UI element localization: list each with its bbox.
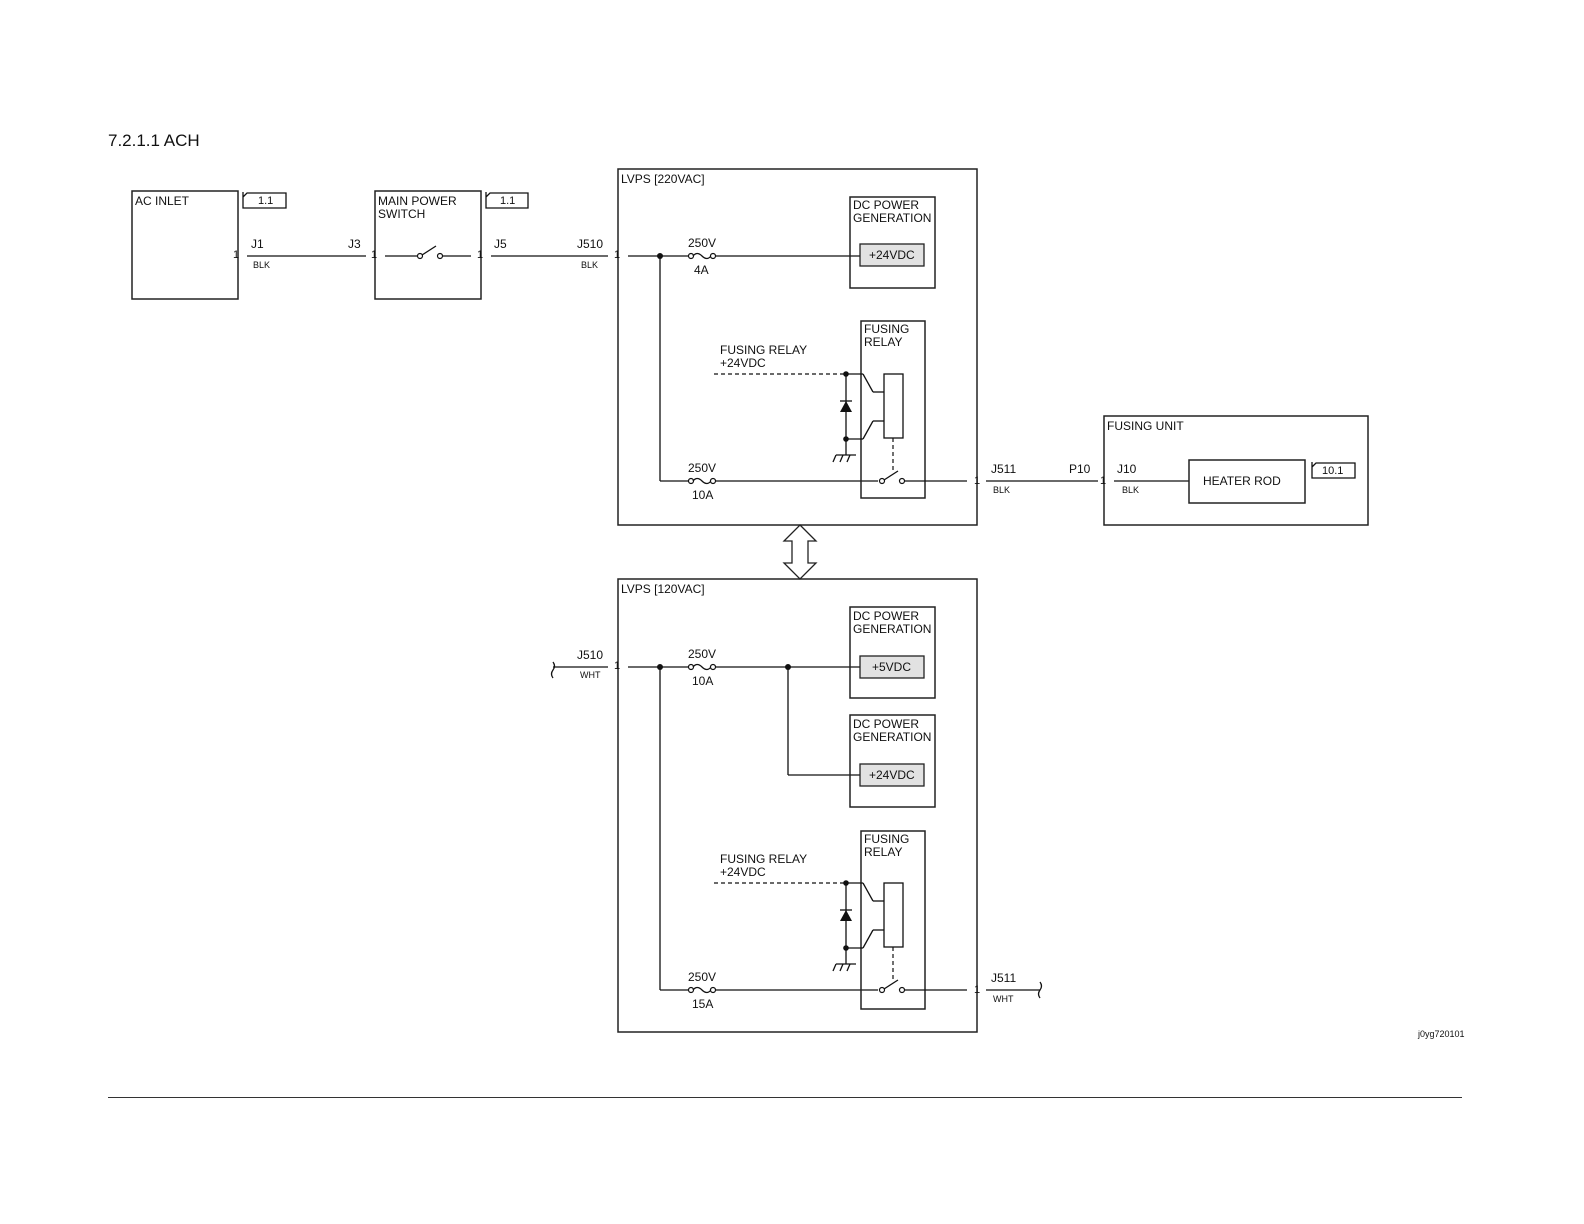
lvps-220-relay-label-1: FUSING	[864, 322, 909, 336]
lvps-220-in-wire: BLK	[581, 260, 598, 270]
lvps-120-dc-gen-5v-block	[849, 606, 936, 699]
lvps-220-fuse2-voltage: 250V	[688, 461, 716, 475]
page-title: 7.2.1.1 ACH	[108, 131, 200, 150]
lvps-220-label: LVPS [220VAC]	[621, 172, 705, 186]
lvps-220-fusing-relay-block	[860, 320, 926, 499]
lvps-120-out-connector: J511	[991, 971, 1016, 985]
ac-inlet-pin: 1	[233, 249, 239, 261]
ref-flag-heater	[1311, 462, 1356, 479]
lvps-220-dc-gen-output: +24VDC	[869, 248, 915, 262]
main-switch-conn-out: J5	[494, 237, 507, 251]
lvps-220-out-pin: 1	[974, 475, 980, 487]
fusing-unit-connector: J10	[1117, 462, 1137, 476]
main-power-switch-label-1: MAIN POWER	[378, 194, 457, 208]
lvps-220-relay-signal-2: +24VDC	[720, 356, 766, 370]
lvps-220-out-wire: BLK	[993, 485, 1010, 495]
lvps-220-relay-signal-1: FUSING RELAY	[720, 343, 807, 357]
ac-inlet-wire: BLK	[253, 260, 270, 270]
fusing-unit-pin: 1	[1100, 475, 1106, 487]
lvps-120-in-connector: J510	[577, 648, 603, 662]
lvps-220-dc-gen-label-1: DC POWER	[853, 198, 919, 212]
lvps-120-dc-gen-24v-label-1: DC POWER	[853, 717, 919, 731]
ac-inlet-connector: J1	[251, 237, 264, 251]
lvps-220-relay-label-2: RELAY	[864, 335, 902, 349]
lvps-120-dc-gen-24v-label-2: GENERATION	[853, 730, 931, 744]
lvps-120-fuse1-current: 10A	[692, 674, 713, 688]
heater-rod-block	[1188, 459, 1306, 504]
lvps-120-fuse2-voltage: 250V	[688, 970, 716, 984]
main-switch-pin-in: 1	[371, 249, 377, 261]
ac-inlet-block: AC INLET 1.1 J1 1 BLK	[131, 190, 287, 300]
main-power-switch-block: MAIN POWER SWITCH 1.1 J3 1 1 J5	[348, 190, 529, 300]
lvps-120-dc-gen-5v-label-1: DC POWER	[853, 609, 919, 623]
lvps-220-in-connector: J510	[577, 237, 603, 251]
lvps-220vac-block: LVPS [220VAC] J510 1 BLK 250V 4A DC POWE…	[577, 168, 1016, 526]
lvps-220-dc-gen-label-2: GENERATION	[853, 211, 931, 225]
lvps-120-relay-label-1: FUSING	[864, 832, 909, 846]
figure-id: j0yg720101	[1417, 1029, 1465, 1039]
lvps-120-relay-label-2: RELAY	[864, 845, 902, 859]
lvps-220-dc-gen-block	[849, 196, 936, 289]
lvps-220-in-pin: 1	[614, 249, 620, 261]
lvps-120-fuse1-voltage: 250V	[688, 647, 716, 661]
lvps-120-dc-gen-5v-label-2: GENERATION	[853, 622, 931, 636]
lvps-120-fuse2-current: 15A	[692, 997, 713, 1011]
lvps-120-in-wire: WHT	[580, 670, 601, 680]
heater-rod-ref: 10.1	[1322, 465, 1343, 477]
lvps-220-fuse2-current: 10A	[692, 488, 713, 502]
lvps-120vac-block: LVPS [120VAC] J510 1 WHT 250V 10A DC POW…	[550, 578, 1043, 1033]
lvps-120-dc-gen-5v-output: +5VDC	[872, 660, 911, 674]
fusing-unit-plug: P10	[1069, 462, 1091, 476]
lvps-120-relay-signal-2: +24VDC	[720, 865, 766, 879]
lvps-120-relay-signal-1: FUSING RELAY	[720, 852, 807, 866]
lvps-120-out-pin: 1	[974, 984, 980, 996]
footer-divider	[108, 1097, 1462, 1098]
main-switch-pin-out: 1	[477, 249, 483, 261]
lvps-120-dc-gen-24v-output: +24VDC	[869, 768, 915, 782]
fusing-unit-block: FUSING UNIT 1 J10 BLK HEATER ROD 10.1	[1100, 415, 1369, 526]
fusing-unit-wire: BLK	[1122, 485, 1139, 495]
lvps-220-fuse1-current: 4A	[694, 263, 709, 277]
alternate-arrow-icon	[782, 524, 818, 580]
lvps-120-fusing-relay-block	[860, 830, 926, 1010]
main-power-switch-label-2: SWITCH	[378, 207, 425, 221]
lvps-220-fuse1-voltage: 250V	[688, 236, 716, 250]
fusing-unit-label: FUSING UNIT	[1107, 419, 1184, 433]
main-power-switch-ref: 1.1	[500, 195, 515, 207]
main-switch-conn-in: J3	[348, 237, 361, 251]
ref-flag-main-switch	[485, 192, 529, 209]
ac-inlet-label: AC INLET	[135, 194, 190, 208]
lvps-120-dc-gen-24v-block	[849, 714, 936, 808]
lvps-120-label: LVPS [120VAC]	[621, 582, 705, 596]
ac-inlet-ref: 1.1	[258, 195, 273, 207]
lvps-220-out-connector: J511	[991, 462, 1016, 476]
ref-flag-ac-inlet	[242, 192, 287, 209]
lvps-120-in-pin: 1	[614, 660, 620, 672]
lvps-120-out-wire: WHT	[993, 994, 1014, 1004]
heater-rod-label: HEATER ROD	[1203, 474, 1281, 488]
